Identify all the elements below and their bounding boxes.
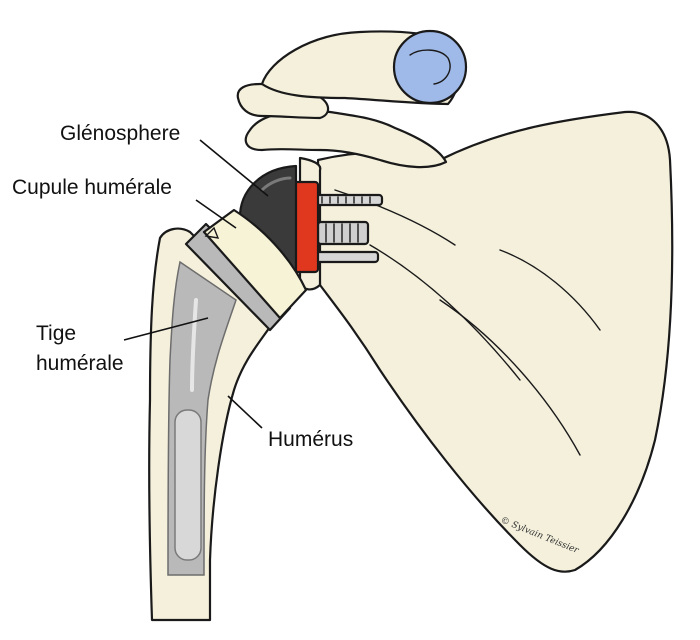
label-tige-line2: humérale: [36, 352, 124, 375]
leader-humerus: [228, 396, 262, 428]
humerus: [149, 210, 306, 620]
stem-slot: [175, 410, 201, 560]
clavicle-cross-section: [394, 31, 466, 103]
scapula: [238, 31, 672, 572]
label-humerus: Humérus: [268, 428, 353, 451]
screw-bottom: [312, 252, 378, 262]
label-tige-line1: Tige: [36, 322, 76, 345]
label-glenosphere: Glénosphere: [60, 122, 180, 145]
scapula-body: [318, 112, 672, 572]
label-cupule: Cupule humérale: [12, 176, 172, 199]
